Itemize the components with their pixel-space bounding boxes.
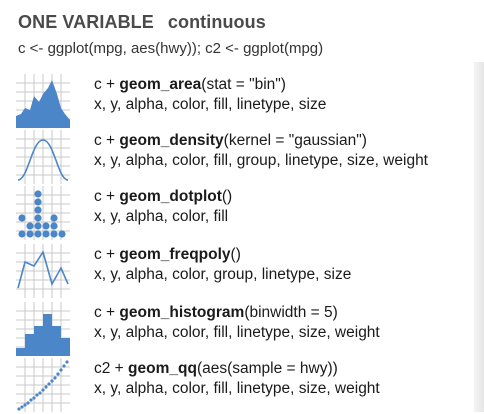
geom-density-aesthetics: x, y, alpha, color, fill, group, linetyp… xyxy=(94,152,428,169)
geom-row-dotplot: c + geom_dotplot() x, y, alpha, color, f… xyxy=(16,186,476,242)
histogram-icon xyxy=(16,302,70,356)
geom-qq-aesthetics: x, y, alpha, color, fill, linetype, size… xyxy=(94,380,380,397)
section-title: ONE VARIABLE xyxy=(18,12,154,32)
qq-icon xyxy=(16,358,70,412)
geom-histogram-call: c + geom_histogram(binwidth = 5) xyxy=(94,304,338,321)
section-heading: ONE VARIABLE continuous xyxy=(18,12,266,33)
geom-row-histogram: c + geom_histogram(binwidth = 5) x, y, a… xyxy=(16,302,476,358)
geom-dotplot-aesthetics: x, y, alpha, color, fill xyxy=(94,208,229,225)
geom-area-call: c + geom_area(stat = "bin") xyxy=(94,76,286,93)
geom-row-density: c + geom_density(kernel = "gaussian") x,… xyxy=(16,130,476,186)
geom-freqpoly-call: c + geom_freqpoly() xyxy=(94,246,241,263)
geom-row-qq: c2 + geom_qq(aes(sample = hwy)) x, y, al… xyxy=(16,358,476,414)
section-subtitle: continuous xyxy=(167,12,266,32)
area-icon xyxy=(16,74,70,128)
density-icon xyxy=(16,130,70,184)
cheatsheet-panel: ONE VARIABLE continuous c <- ggplot(mpg, … xyxy=(8,0,484,412)
panel-shadow xyxy=(474,62,484,412)
geom-freqpoly-aesthetics: x, y, alpha, color, group, linetype, siz… xyxy=(94,266,352,283)
geom-dotplot-call: c + geom_dotplot() xyxy=(94,188,233,205)
freqpoly-icon xyxy=(16,244,70,298)
geom-row-freqpoly: c + geom_freqpoly() x, y, alpha, color, … xyxy=(16,244,476,300)
dotplot-icon xyxy=(16,186,70,240)
geom-qq-call: c2 + geom_qq(aes(sample = hwy)) xyxy=(94,360,338,377)
geom-row-area: c + geom_area(stat = "bin") x, y, alpha,… xyxy=(16,74,476,130)
geom-histogram-aesthetics: x, y, alpha, color, fill, linetype, size… xyxy=(94,324,380,341)
geom-area-aesthetics: x, y, alpha, color, fill, linetype, size xyxy=(94,96,327,113)
setup-code: c <- ggplot(mpg, aes(hwy)); c2 <- ggplot… xyxy=(18,40,324,57)
geom-density-call: c + geom_density(kernel = "gaussian") xyxy=(94,132,367,149)
